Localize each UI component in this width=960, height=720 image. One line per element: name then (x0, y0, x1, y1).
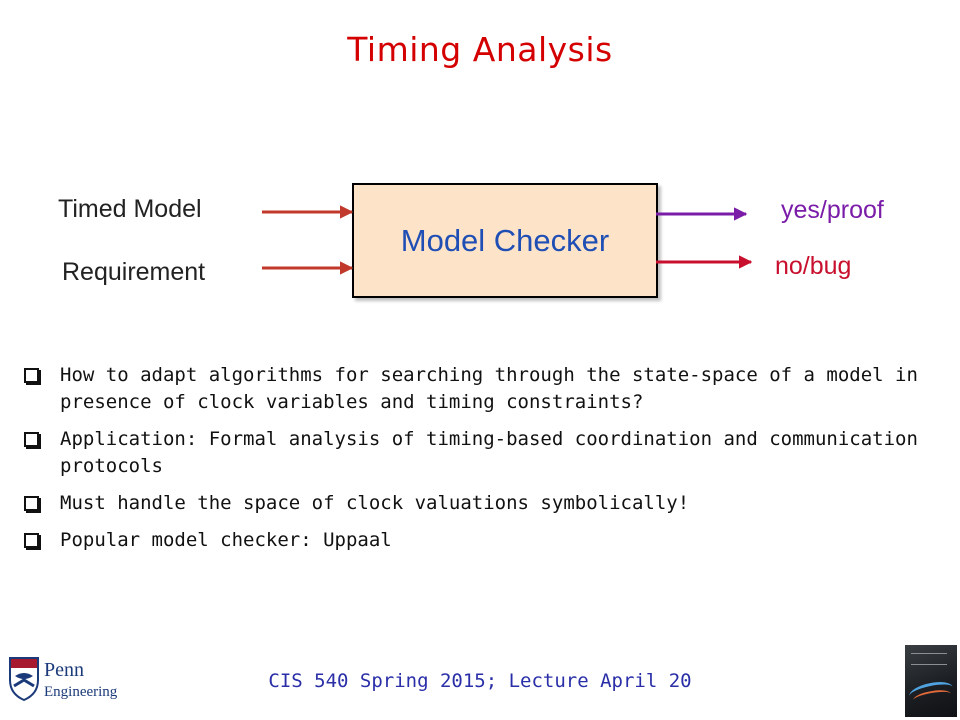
penn-engineering-logo: Penn Engineering (9, 657, 118, 702)
bullet-list: How to adapt algorithms for searching th… (22, 362, 922, 564)
input-label-timed-model: Timed Model (58, 195, 202, 223)
bullet-text: Application: Formal analysis of timing-b… (60, 428, 918, 477)
bullet-item: Popular model checker: Uppaal (22, 527, 922, 554)
bullet-item: How to adapt algorithms for searching th… (22, 362, 922, 416)
output-label-no-bug: no/bug (775, 252, 852, 280)
shield-chief (11, 659, 37, 668)
input-label-requirement: Requirement (62, 258, 206, 286)
output-label-yes-proof: yes/proof (781, 196, 884, 224)
book-title-lines (911, 653, 947, 665)
checkbox-bullet-icon (24, 533, 39, 548)
bullet-text: Popular model checker: Uppaal (60, 529, 392, 551)
logo-engineering-text: Engineering (44, 684, 118, 700)
slide-footer: CIS 540 Spring 2015; Lecture April 20 (268, 670, 692, 692)
book-cover-thumbnail (905, 645, 957, 717)
checkbox-bullet-icon (24, 432, 39, 447)
checkbox-bullet-icon (24, 496, 39, 511)
bullet-text: Must handle the space of clock valuation… (60, 492, 690, 514)
bullet-item: Application: Formal analysis of timing-b… (22, 426, 922, 480)
shield-dolphin (15, 673, 33, 679)
bullet-item: Must handle the space of clock valuation… (22, 490, 922, 517)
bullet-text: How to adapt algorithms for searching th… (60, 364, 918, 413)
shield-chevron (13, 678, 35, 688)
model-checker-box: Model Checker (352, 183, 658, 298)
logo-penn-text: Penn (44, 659, 84, 681)
checkbox-bullet-icon (24, 368, 39, 383)
model-checker-label: Model Checker (400, 223, 610, 258)
slide-title: Timing Analysis (347, 30, 613, 69)
